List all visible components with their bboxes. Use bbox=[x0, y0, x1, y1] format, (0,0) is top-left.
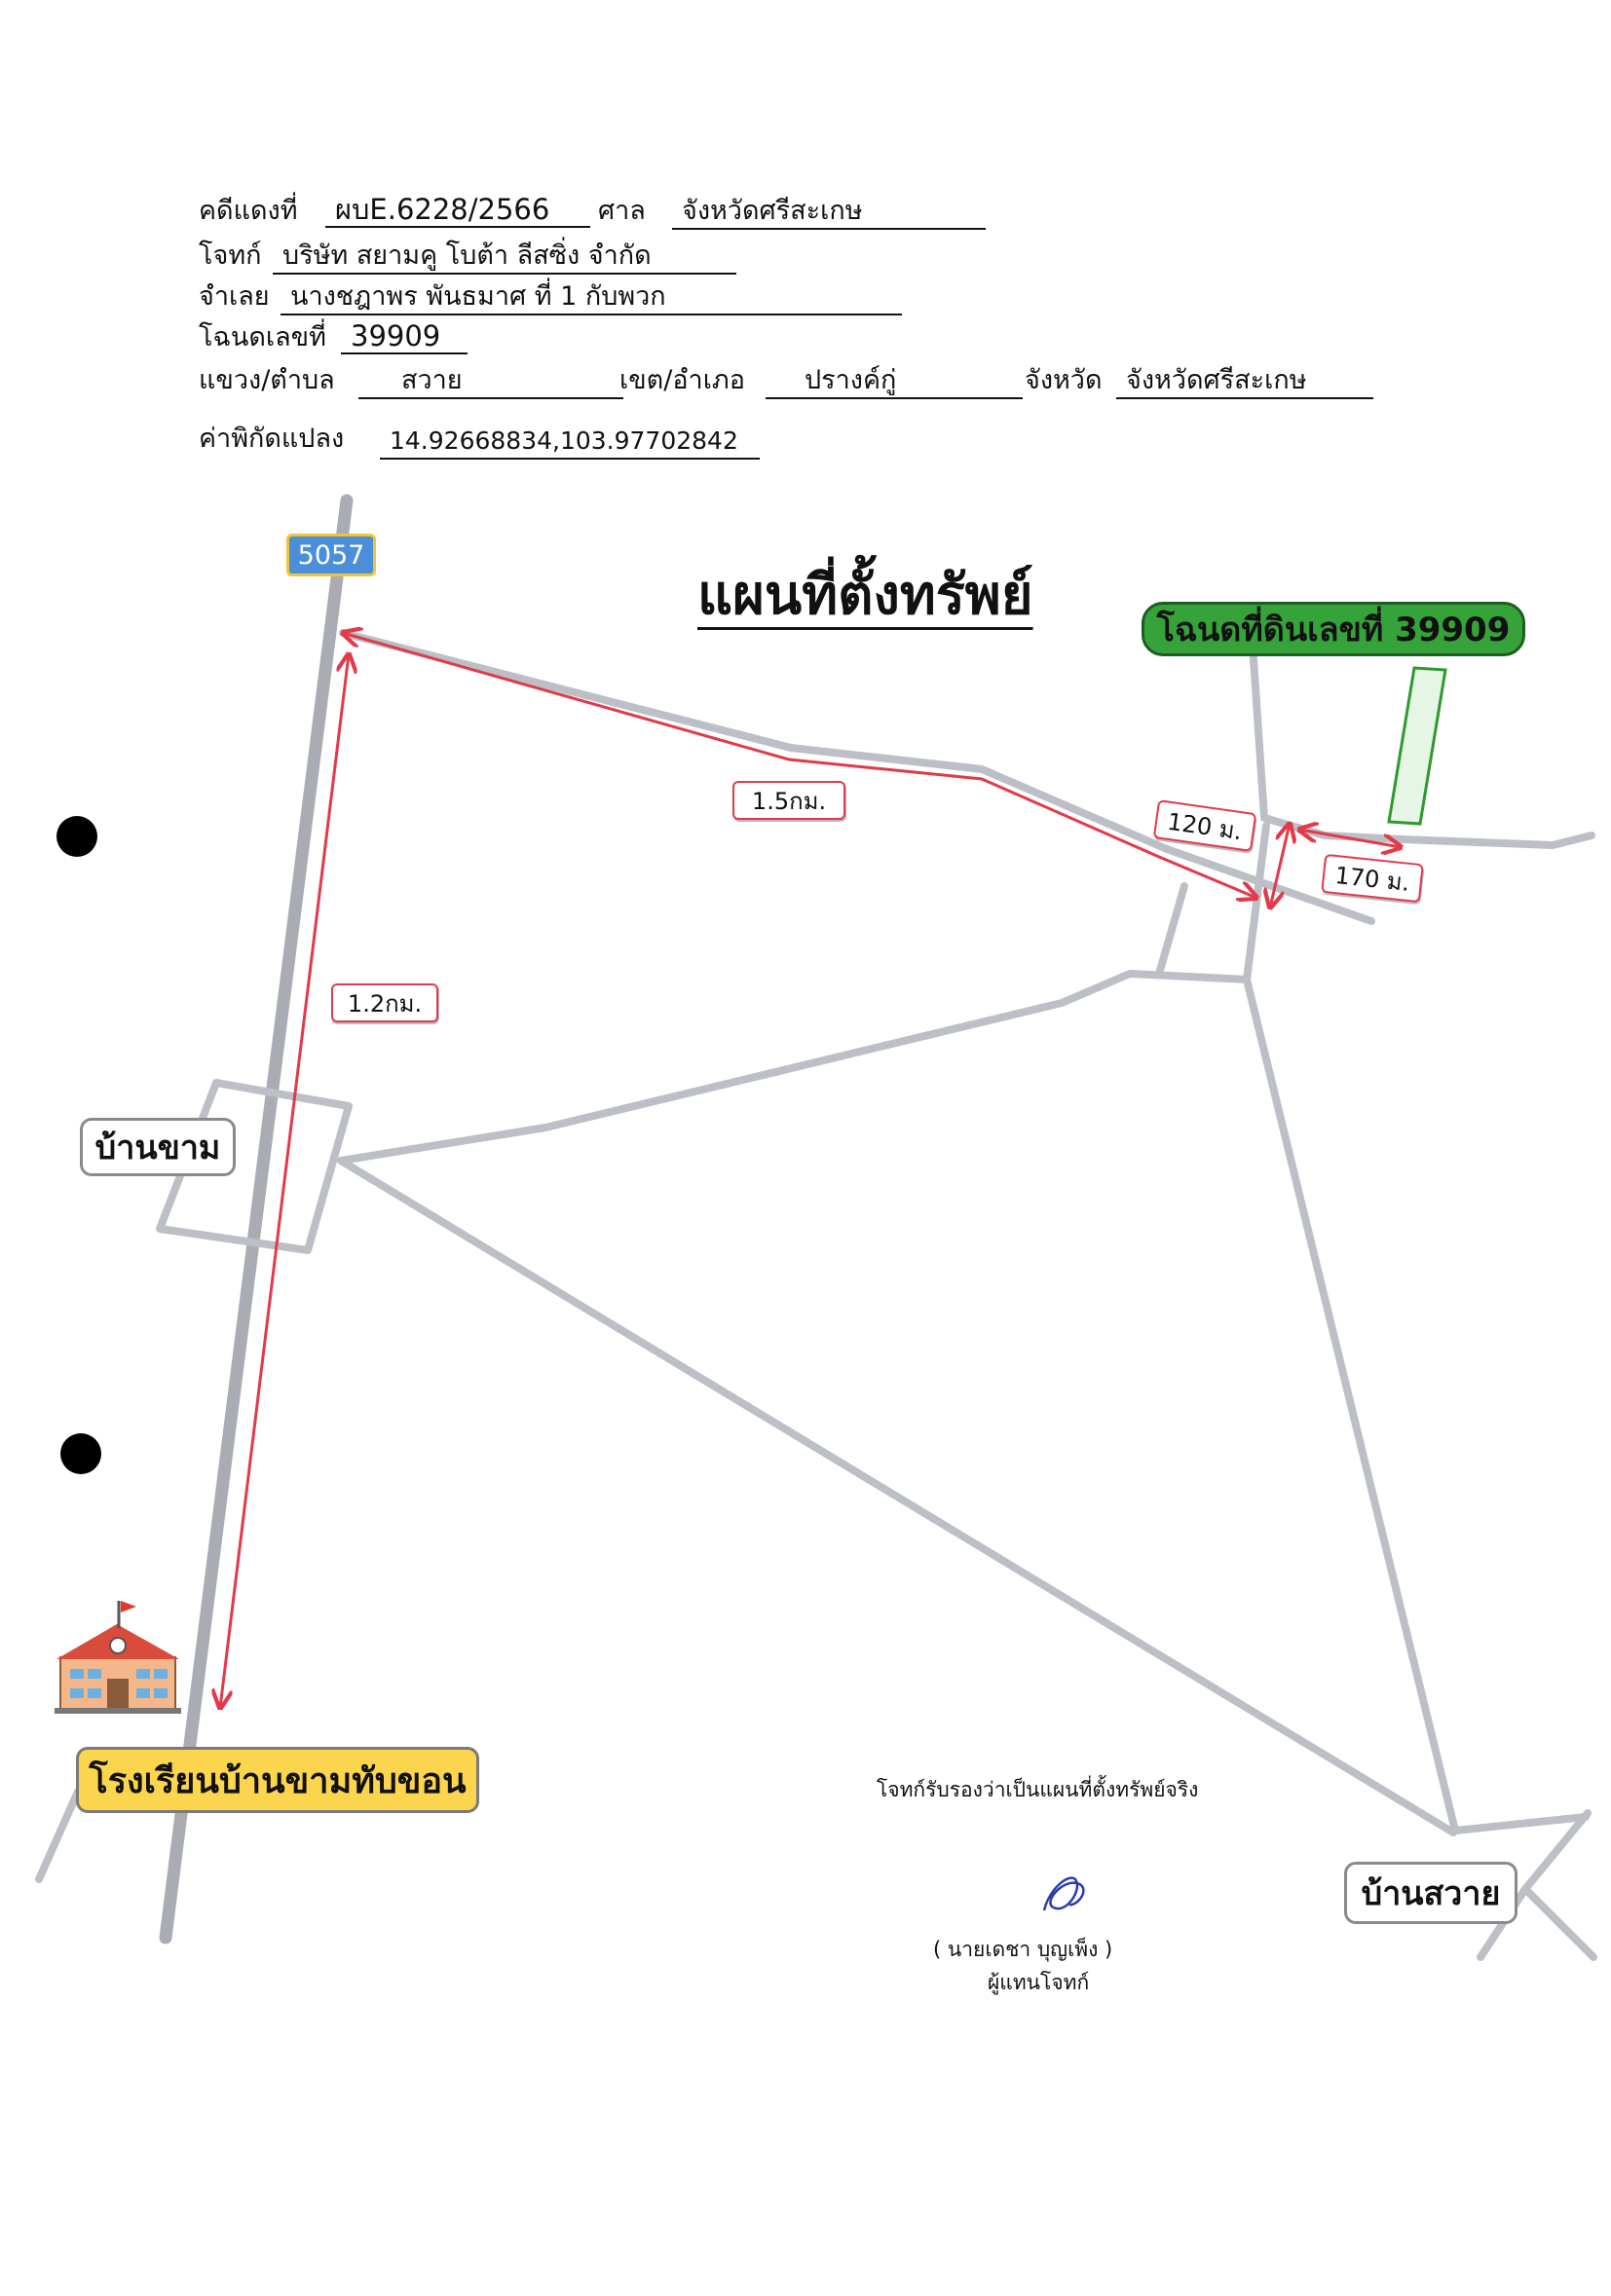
road-khaam-east bbox=[337, 970, 1251, 1165]
plaintiff-value: บริษัท สยามคู โบต้า ลีสซิ่ง จำกัด bbox=[273, 240, 736, 275]
deed-number-label: โฉนดเลขที่ bbox=[199, 322, 326, 352]
route-170m bbox=[1299, 830, 1401, 847]
road-number-shield: 5057 bbox=[286, 534, 376, 576]
land-plot bbox=[1387, 666, 1447, 826]
road-school-west bbox=[35, 1788, 82, 1883]
road-sawai-east bbox=[1451, 1813, 1590, 1834]
coordinate-value: 14.92668834,103.97702842 bbox=[380, 425, 760, 460]
punch-hole-bottom bbox=[60, 1433, 101, 1474]
village-label-khaam: บ้านขาม bbox=[80, 1118, 236, 1176]
village-label-sawai: บ้านสวาย bbox=[1344, 1862, 1517, 1924]
court-label: ศาล bbox=[598, 196, 646, 226]
route-1-5km bbox=[343, 633, 1256, 898]
deed-number-banner: โฉนดที่ดินเลขที่ 39909 bbox=[1142, 602, 1525, 656]
deed-number-value: 39909 bbox=[341, 319, 468, 354]
district-label: เขต/อำเภอ bbox=[619, 365, 745, 395]
defendant-value: นางชฎาพร พันธมาศ ที่ 1 กับพวก bbox=[281, 280, 902, 315]
coordinate-label: ค่าพิกัดแปลง bbox=[199, 424, 345, 454]
punch-hole-top bbox=[56, 816, 97, 857]
route-1-2km bbox=[220, 654, 349, 1708]
road-sawai-se bbox=[1521, 1885, 1597, 1961]
school-icon bbox=[55, 1601, 181, 1714]
distance-label-1-5km: 1.5กม. bbox=[732, 781, 845, 820]
road-sawai-ne bbox=[1521, 1809, 1592, 1893]
district-value: ปรางค์กู่ bbox=[766, 364, 1023, 399]
province-label: จังหวัด bbox=[1025, 365, 1103, 395]
road-junction-west bbox=[1155, 882, 1188, 978]
case-value: ผบE.6228/2566 bbox=[325, 193, 590, 228]
road-khaam-southeast bbox=[337, 1157, 1457, 1836]
defendant-label: จำเลย bbox=[199, 281, 270, 312]
case-label: คดีแดงที่ bbox=[199, 196, 298, 226]
subdistrict-value: สวาย bbox=[358, 364, 623, 399]
road-network bbox=[35, 494, 1597, 1961]
signer-name: ( นายเดชา บุญเพ็ง ) bbox=[933, 1938, 1113, 1961]
province-value: จังหวัดศรีสะเกษ bbox=[1116, 364, 1373, 399]
school-label: โรงเรียนบ้านขามทับขอน bbox=[76, 1747, 479, 1813]
subdistrict-label: แขวง/ตำบล bbox=[199, 365, 335, 395]
road-junction-south bbox=[1243, 976, 1459, 1834]
signature bbox=[1042, 1876, 1085, 1911]
route-120m bbox=[1270, 824, 1290, 907]
distance-label-1-2km: 1.2กม. bbox=[331, 983, 438, 1022]
signer-role: ผู้แทนโจทก์ bbox=[988, 1971, 1090, 1994]
plaintiff-label: โจทก์ bbox=[199, 241, 262, 271]
court-value: จังหวัดศรีสะเกษ bbox=[672, 195, 986, 230]
certification-statement: โจทก์รับรองว่าเป็นแผนที่ตั้งทรัพย์จริง bbox=[877, 1778, 1199, 1801]
map-title: แผนที่ตั้งทรัพย์ bbox=[697, 564, 1033, 627]
